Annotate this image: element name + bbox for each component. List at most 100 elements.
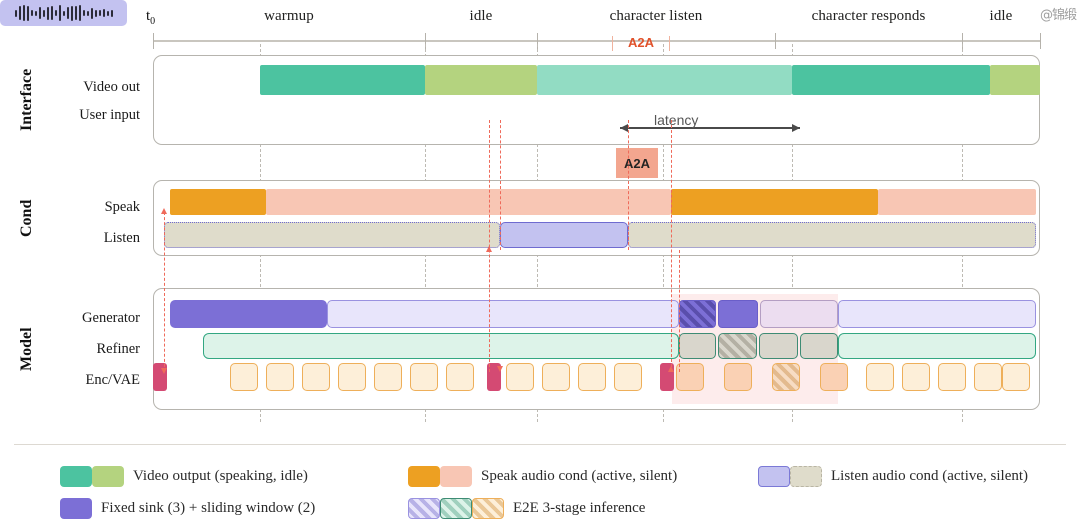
phase-label-2: character listen [609, 8, 703, 24]
speak-cond-active-0 [170, 189, 266, 215]
enc-vae-tile-6 [446, 363, 474, 391]
video-out-segment-speaking-3 [792, 65, 990, 95]
group-label-interface: Interface [18, 68, 35, 132]
video-out-segment-idle-4 [990, 65, 1040, 95]
enc-vae-tile-15 [866, 363, 894, 391]
waveform-bar-17 [82, 10, 85, 16]
legend-swatches-speak-cond [408, 466, 472, 487]
legend-swatch-e2e-1 [440, 498, 472, 519]
latency-label: latency [654, 112, 699, 128]
enc-vae-tile-7 [506, 363, 534, 391]
speak-cond-silent-3 [878, 189, 1036, 215]
user-input-waveform [0, 0, 127, 26]
red-arrow-1 [485, 246, 492, 252]
generator-fixed-sink-0 [170, 300, 327, 328]
enc-vae-tile-10 [614, 363, 642, 391]
waveform-bar-2 [22, 5, 25, 21]
phase-label-1: idle [469, 8, 493, 24]
refiner-grey-1 [679, 333, 716, 359]
waveform-bar-1 [18, 6, 21, 20]
guide-red-3 [628, 120, 629, 250]
row-label-enc-vae: Enc/VAE [85, 372, 140, 388]
enc-vae-tile-12 [724, 363, 752, 391]
waveform-bar-5 [34, 10, 37, 16]
listen-cond-silent-0 [164, 222, 500, 248]
waveform-bar-19 [90, 7, 93, 19]
latency-arrow-left [620, 123, 628, 132]
waveform-bar-10 [54, 10, 57, 16]
enc-vae-tile-1 [266, 363, 294, 391]
legend-swatch-video-output-0 [60, 466, 92, 487]
waveform-bar-12 [62, 10, 65, 16]
waveform-bar-21 [98, 10, 101, 16]
waveform-bar-6 [38, 7, 41, 19]
generator-sliding-window-1 [327, 300, 679, 328]
legend-swatch-e2e-2 [472, 498, 504, 519]
guide-red-0 [164, 212, 165, 372]
axis-tick-0 [153, 33, 154, 49]
latency-arrow-right [792, 123, 800, 132]
video-out-segment-listening-2 [537, 65, 792, 95]
speak-cond-active-2 [671, 189, 878, 215]
enc-vae-tile-16 [902, 363, 930, 391]
waveform-bar-15 [74, 6, 77, 20]
speak-cond-silent-1 [266, 189, 671, 215]
legend-swatch-video-output-1 [92, 466, 124, 487]
legend-swatches-video-output [60, 466, 124, 487]
legend-item-e2e: E2E 3-stage inference [408, 498, 645, 519]
waveform-bar-22 [102, 9, 105, 17]
legend-swatch-speak-cond-0 [408, 466, 440, 487]
enc-vae-tile-18 [974, 363, 1002, 391]
enc-vae-tile-17 [938, 363, 966, 391]
waveform-bar-24 [110, 9, 113, 17]
waveform-bar-7 [42, 9, 45, 17]
enc-vae-tile-9 [578, 363, 606, 391]
video-out-segment-idle-1 [425, 65, 537, 95]
phase-label-3: character responds [811, 8, 926, 24]
red-arrow-2 [496, 366, 503, 372]
legend-swatch-fixed-sink-0 [60, 498, 92, 519]
row-label-refiner: Refiner [96, 341, 140, 357]
phase-label-0: warmup [264, 8, 314, 24]
timeline-axis [153, 40, 1040, 42]
legend-item-speak-cond: Speak audio cond (active, silent) [408, 466, 677, 487]
generator-sliding-window-5 [838, 300, 1036, 328]
guide-red-2 [500, 120, 501, 250]
legend-swatch-e2e-0 [408, 498, 440, 519]
legend-swatches-fixed-sink [60, 498, 92, 519]
a2a-badge: A2A [616, 148, 658, 178]
waveform-bar-0 [14, 9, 17, 17]
legend-item-video-output: Video output (speaking, idle) [60, 466, 308, 487]
legend-label-e2e: E2E 3-stage inference [513, 500, 646, 516]
enc-vae-tile-4 [374, 363, 402, 391]
waveform-bar-16 [78, 5, 81, 21]
axis-tick-4 [962, 33, 963, 49]
legend-swatches-e2e [408, 498, 504, 519]
video-out-segment-speaking-0 [260, 65, 425, 95]
legend-label-speak-cond: Speak audio cond (active, silent) [481, 468, 678, 484]
latency-line [620, 127, 800, 129]
guide-red-4 [671, 120, 672, 372]
red-arrow-3 [667, 366, 674, 372]
legend-swatches-listen-cond [758, 466, 822, 487]
legend-swatch-listen-cond-1 [790, 466, 822, 487]
legend-label-fixed-sink: Fixed sink (3) + sliding window (2) [101, 500, 316, 516]
refiner-grey-3 [759, 333, 798, 359]
row-label-video-out: Video out [83, 79, 140, 95]
enc-vae-tile-3 [338, 363, 366, 391]
waveform-bar-3 [26, 5, 29, 21]
legend-label-listen-cond: Listen audio cond (active, silent) [831, 468, 1029, 484]
refiner-window-0 [203, 333, 679, 359]
enc-vae-tile-19 [1002, 363, 1030, 391]
user-input-row [0, 0, 1080, 26]
waveform-bar-8 [46, 6, 49, 20]
a2a-axis-label: A2A [612, 34, 670, 52]
legend-label-video-output: Video output (speaking, idle) [133, 468, 308, 484]
waveform-bar-4 [30, 10, 33, 16]
waveform-bar-11 [58, 5, 61, 21]
axis-tick-3 [775, 33, 776, 49]
enc-vae-tile-14 [820, 363, 848, 391]
generator-e2e-hatch-2 [679, 300, 716, 328]
row-label-speak: Speak [104, 199, 140, 215]
enc-vae-tile-11 [676, 363, 704, 391]
